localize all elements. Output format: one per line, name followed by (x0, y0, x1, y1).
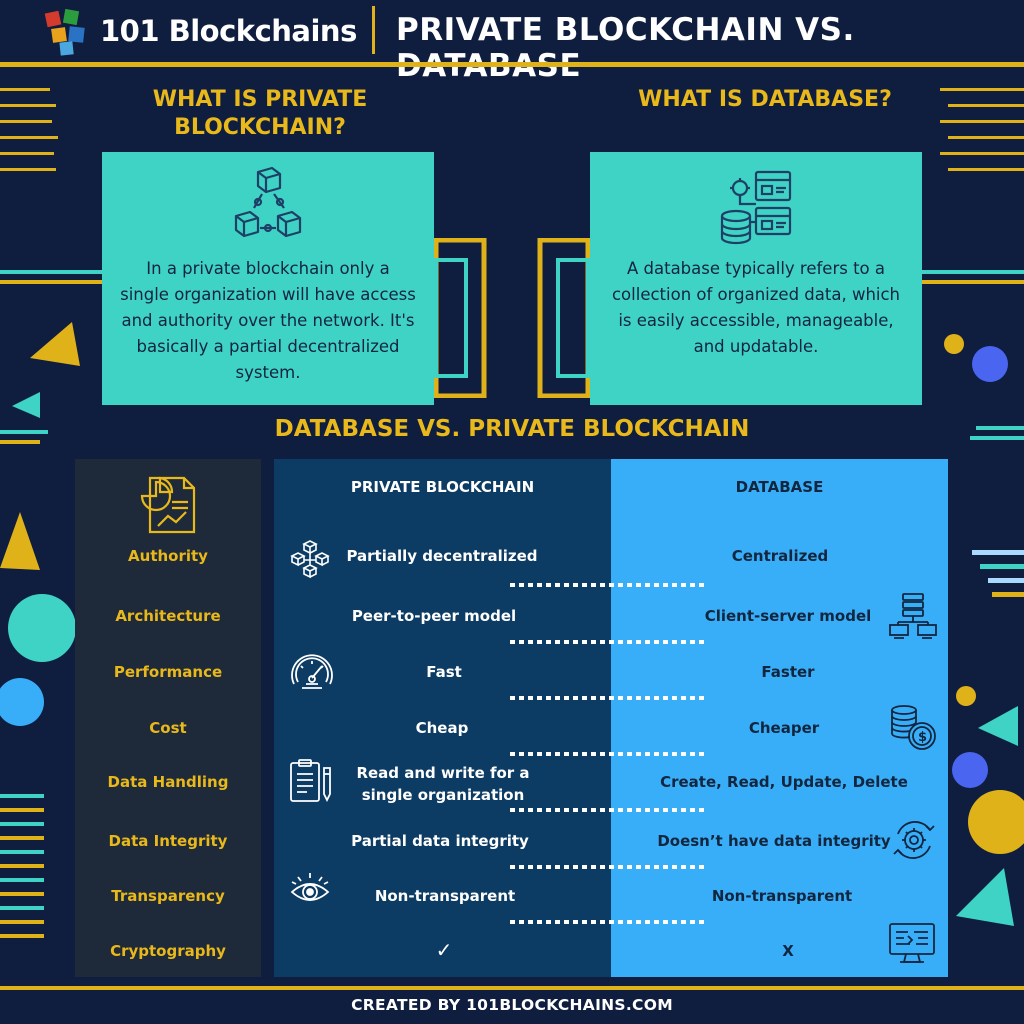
decor-right-shapes (948, 540, 1024, 940)
speedometer-icon (288, 652, 336, 692)
row-connector (510, 640, 706, 644)
report-chart-icon (136, 474, 200, 536)
row-connector (510, 696, 706, 700)
database-server-icon (716, 166, 796, 246)
blockchain-description: In a private blockchain only a single or… (120, 259, 416, 382)
row-label-transparency: Transparency (111, 887, 225, 905)
row-label-cryptography: Cryptography (110, 942, 226, 960)
row-connector (510, 752, 706, 756)
blockchain-performance: Fast (426, 663, 462, 681)
database-cost: Cheaper (748, 719, 820, 737)
decor-left-stripes (0, 86, 90, 176)
row-label-cost: Cost (149, 719, 187, 737)
blocks-network-icon (288, 540, 332, 580)
blockchain-question: WHAT IS PRIVATE BLOCKCHAIN? (152, 87, 368, 140)
column-header-database: DATABASE (735, 478, 824, 496)
database-card: A database typically refers to a collect… (590, 152, 922, 405)
database-data-integrity: Doesn’t have data integrity (657, 832, 891, 850)
row-connector (510, 920, 706, 924)
database-architecture: Client-server model (704, 607, 872, 625)
brand-name: 101 Blockchains (100, 14, 357, 48)
blockchain-network-icon (228, 166, 308, 246)
coins-dollar-icon: $ (888, 704, 938, 752)
blockchain-data-handling: Read and write for a single organization (356, 764, 530, 804)
page-title: PRIVATE BLOCKCHAIN VS. DATABASE (396, 12, 855, 84)
blockchain-cryptography-check: ✓ (435, 938, 453, 962)
header-underline (0, 62, 1024, 67)
eye-icon (288, 870, 332, 914)
database-authority: Centralized (731, 547, 829, 565)
code-monitor-icon (888, 922, 936, 966)
blockchain-cost: Cheap (415, 719, 469, 737)
decor-right-stripes (940, 86, 1024, 176)
database-transparency: Non-transparent (711, 887, 853, 905)
database-description: A database typically refers to a collect… (611, 259, 901, 356)
decor-center-frames (433, 237, 591, 399)
row-label-data-integrity: Data Integrity (108, 832, 228, 850)
decor-triangles-left-top (0, 318, 90, 448)
client-server-icon (888, 592, 938, 640)
blockchain-data-integrity: Partial data integrity (351, 832, 529, 850)
footer-credit: CREATED BY 101BLOCKCHAINS.COM (351, 996, 673, 1014)
blockchain-architecture: Peer-to-peer model (351, 607, 517, 625)
database-cryptography-x: X (782, 942, 794, 960)
blockchain-authority: Partially decentralized (346, 547, 538, 565)
blockchain-transparency: Non-transparent (374, 887, 516, 905)
row-label-performance: Performance (113, 663, 223, 681)
header-divider (372, 6, 375, 54)
database-data-handling: Create, Read, Update, Delete (660, 773, 908, 791)
comparison-title: DATABASE VS. PRIVATE BLOCKCHAIN (274, 416, 750, 442)
row-connector (510, 583, 706, 587)
header-bar (0, 0, 1024, 62)
decor-left-shapes (0, 510, 76, 950)
row-connector (510, 808, 706, 812)
clipboard-pen-icon (288, 758, 334, 804)
row-label-architecture: Architecture (115, 607, 221, 625)
row-label-data-handling: Data Handling (107, 773, 229, 791)
svg-text:$: $ (918, 730, 927, 745)
column-header-blockchain: PRIVATE BLOCKCHAIN (350, 478, 535, 496)
decor-right-lines (922, 268, 1024, 288)
blockchain-card: In a private blockchain only a single or… (102, 152, 434, 405)
database-question: WHAT IS DATABASE? (638, 87, 892, 112)
row-connector (510, 865, 706, 869)
logo-cubes-icon (42, 8, 92, 58)
row-label-authority: Authority (128, 547, 208, 565)
footer-divider (0, 986, 1024, 990)
gear-cycle-icon (890, 816, 938, 864)
database-performance: Faster (761, 663, 815, 681)
criteria-column (75, 459, 261, 977)
blockchain-column (274, 459, 611, 977)
decor-circles-right-top (940, 330, 1024, 450)
decor-left-lines (0, 268, 102, 288)
